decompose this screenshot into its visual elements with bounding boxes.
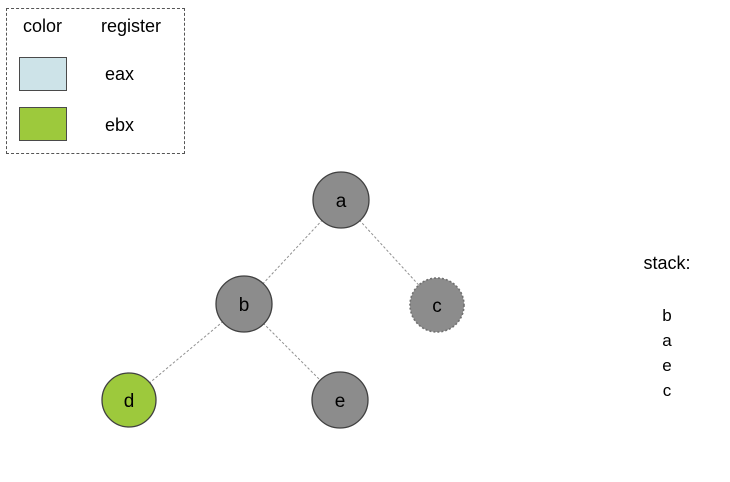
legend-header-color: color	[23, 16, 63, 36]
stack-panel: stack: b a e c	[627, 253, 707, 403]
legend-swatch-eax	[19, 57, 67, 91]
legend-box: color register eax ebx	[6, 8, 185, 154]
tree-node-a	[312, 171, 370, 229]
tree-node-e-label: e	[335, 391, 346, 412]
tree-node-a-label: a	[336, 191, 347, 212]
stack-item: c	[662, 381, 672, 400]
legend-header-register: register	[101, 16, 162, 36]
stack-title: stack:	[643, 253, 691, 273]
tree-node-c	[409, 277, 465, 333]
legend-swatch-ebx	[19, 107, 67, 141]
tree-node-b-label: b	[239, 295, 250, 316]
tree-node-e	[311, 371, 369, 429]
stack-item: a	[662, 331, 672, 350]
tree-node-d-label: d	[124, 391, 135, 412]
tree-node-b	[215, 275, 273, 333]
stack-item: b	[662, 306, 672, 325]
tree-node-d	[101, 372, 157, 428]
legend-label-ebx: ebx	[105, 115, 135, 135]
stack-item: e	[662, 356, 672, 375]
legend-label-eax: eax	[105, 64, 135, 84]
tree-node-c-label: c	[432, 296, 442, 317]
